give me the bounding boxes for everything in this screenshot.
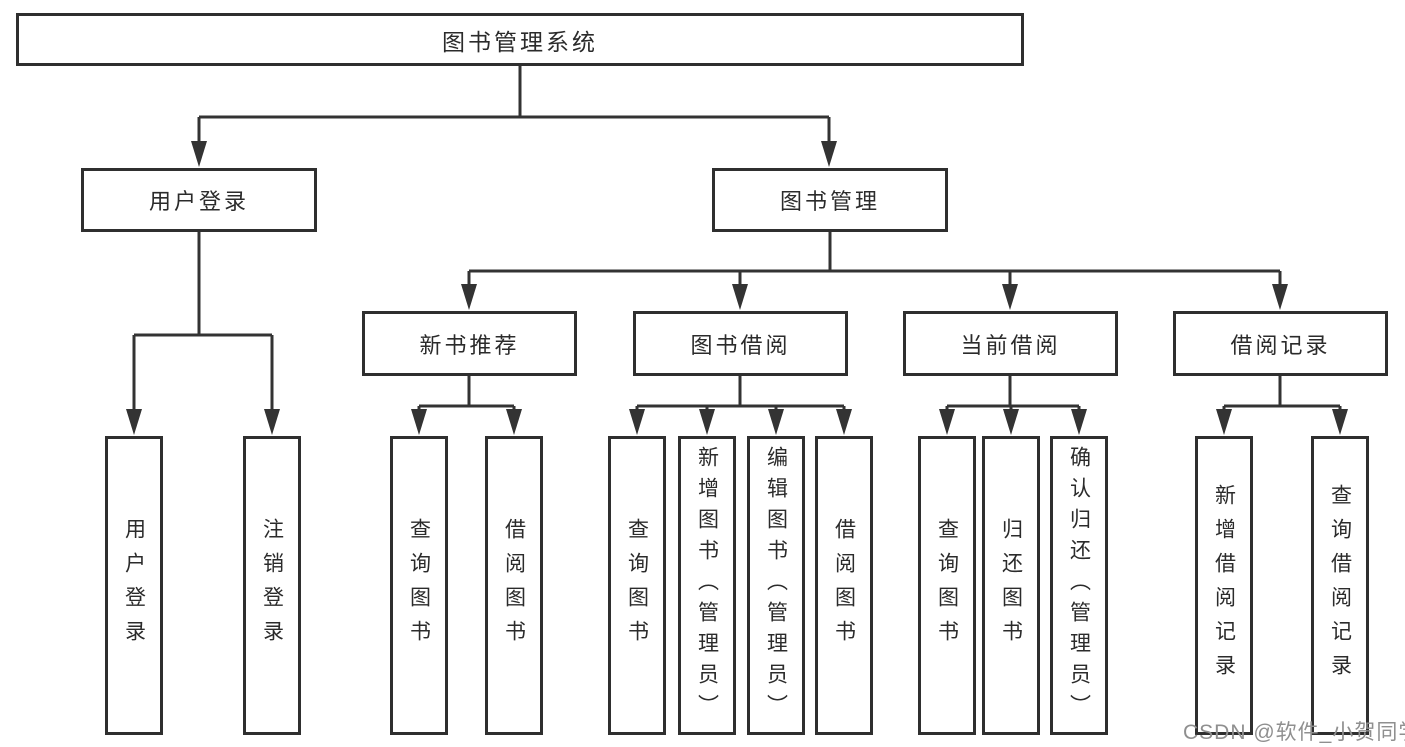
leaf-label: 新增借阅记录 (1212, 483, 1236, 688)
node-label: 用户登录 (148, 189, 249, 214)
arrowhead (1002, 284, 1018, 310)
arrowhead (126, 409, 142, 435)
leaf-query-books: 查询图书 (608, 436, 666, 735)
arrowhead (732, 284, 748, 310)
node-label: 新书推荐 (419, 332, 520, 358)
leaf-borrow-books: 借阅图书 (815, 436, 873, 735)
arrowhead (191, 141, 207, 167)
watermark: CSDN @软件_小贺同学 (1183, 721, 1405, 744)
arrowhead (1003, 409, 1019, 435)
leaf-label: 查询图书 (935, 517, 959, 654)
arrowhead (939, 409, 955, 435)
arrowhead (461, 284, 477, 310)
node-label: 当前借阅 (960, 332, 1061, 358)
leaf-label: 新增图书（管理员） (695, 446, 719, 725)
leaf-add-books-admin: 新增图书（管理员） (678, 436, 736, 735)
arrowhead (629, 409, 645, 435)
leaf-label: 编辑图书（管理员） (764, 446, 788, 725)
node-user-login: 用户登录 (81, 168, 317, 232)
leaf-label: 用户登录 (122, 517, 146, 654)
leaf-label: 查询借阅记录 (1328, 483, 1352, 688)
node-new-book-recommend: 新书推荐 (362, 311, 577, 376)
arrowhead (768, 409, 784, 435)
arrowhead (411, 409, 427, 435)
leaf-query-borrow-record: 查询借阅记录 (1311, 436, 1369, 735)
leaf-label: 借阅图书 (502, 517, 526, 654)
arrowhead (506, 409, 522, 435)
leaf-return-books: 归还图书 (982, 436, 1040, 735)
leaf-label: 确认归还（管理员） (1067, 446, 1091, 725)
node-book-borrowing: 图书借阅 (633, 311, 848, 376)
arrowhead (836, 409, 852, 435)
leaf-label: 查询图书 (407, 517, 431, 654)
node-borrow-records: 借阅记录 (1173, 311, 1388, 376)
arrowhead (1332, 409, 1348, 435)
node-label: 图书借阅 (690, 332, 791, 358)
node-label: 借阅记录 (1230, 332, 1331, 358)
arrowhead (1216, 409, 1232, 435)
leaf-label: 注销登录 (260, 517, 284, 654)
node-label: 图书管理系统 (442, 28, 598, 55)
leaf-label: 归还图书 (999, 517, 1023, 654)
arrowhead (699, 409, 715, 435)
leaf-label: 借阅图书 (832, 517, 856, 654)
leaf-borrow-books: 借阅图书 (485, 436, 543, 735)
leaf-query-books: 查询图书 (918, 436, 976, 735)
leaf-add-borrow-record: 新增借阅记录 (1195, 436, 1253, 735)
node-book-management: 图书管理 (712, 168, 948, 232)
leaf-confirm-return-admin: 确认归还（管理员） (1050, 436, 1108, 735)
leaf-label: 查询图书 (625, 517, 649, 654)
node-label: 图书管理 (779, 189, 880, 214)
arrowhead (1272, 284, 1288, 310)
leaf-logout: 注销登录 (243, 436, 301, 735)
arrowhead (264, 409, 280, 435)
arrowhead (1071, 409, 1087, 435)
arrowhead (821, 141, 837, 167)
leaf-user-login: 用户登录 (105, 436, 163, 735)
leaf-query-books: 查询图书 (390, 436, 448, 735)
node-library-management-system: 图书管理系统 (16, 13, 1024, 66)
node-current-borrowing: 当前借阅 (903, 311, 1118, 376)
leaf-edit-books-admin: 编辑图书（管理员） (747, 436, 805, 735)
